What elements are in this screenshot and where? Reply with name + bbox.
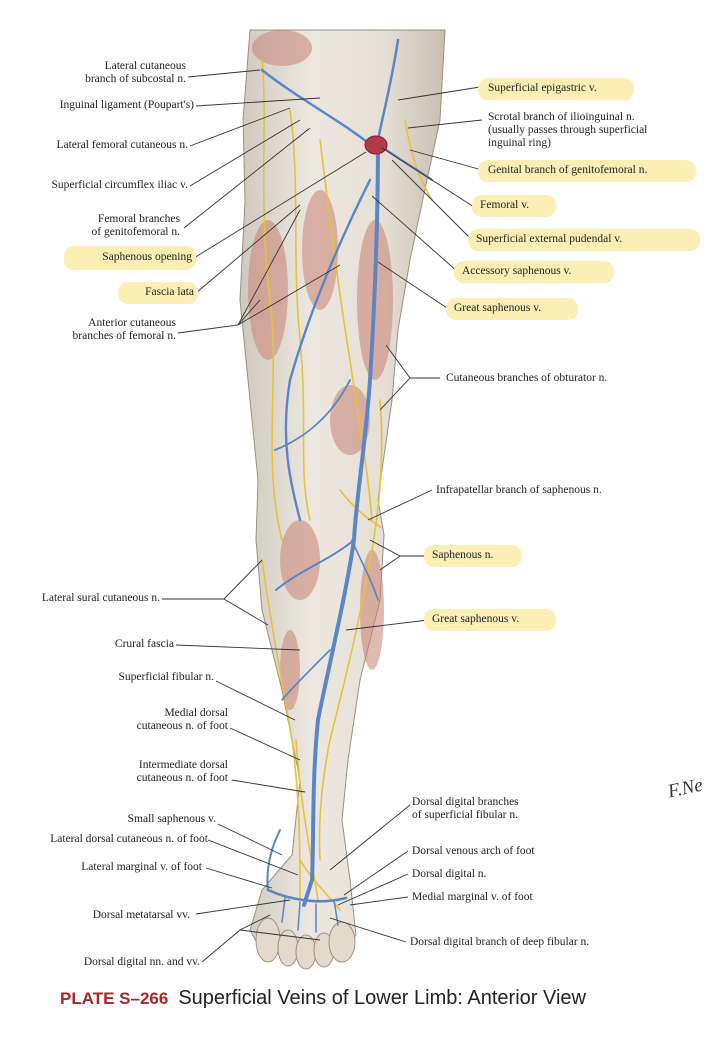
label-lateral-marginal-vein: Lateral marginal v. of foot — [81, 861, 202, 873]
label-dorsal-digital-nn-vv: Dorsal digital nn. and vv. — [83, 956, 200, 968]
leader-lines-left — [162, 69, 367, 963]
highlight-saphenous-opening — [64, 246, 196, 270]
label-saphenous-opening: Saphenous opening — [102, 251, 192, 263]
label-dorsal-digital-n: Dorsal digital n. — [412, 868, 487, 880]
superficial-veins — [260, 38, 434, 933]
label-superficial-external-pudendal: Superficial external pudendal v. — [476, 233, 623, 245]
highlight-superficial-epigastric — [478, 78, 634, 100]
label-dorsal-venous-arch: Dorsal venous arch of foot — [412, 845, 535, 857]
superficial-circumflex-iliac-vein — [260, 68, 374, 148]
saphenous-opening — [364, 135, 388, 155]
toes — [255, 917, 356, 970]
label-dorsal-metatarsal: Dorsal metatarsal vv. — [92, 909, 190, 921]
plate-caption: PLATE S–266 Superficial Veins of Lower Li… — [60, 985, 680, 1012]
label-superficial-circumflex-iliac: Superficial circumflex iliac v. — [51, 179, 188, 191]
label-cutaneous-obturator: Cutaneous branches of obturator n. — [446, 372, 608, 384]
limb-silhouette — [239, 29, 446, 953]
label-great-saphenous-2: Great saphenous v. — [432, 613, 520, 625]
label-genital-branch-genitofemoral: Genital branch of genitofemoral n. — [488, 164, 648, 176]
label-fascia-lata: Fascia lata — [145, 286, 194, 298]
highlight-femoral-v — [472, 195, 556, 217]
label-inguinal-ligament: Inguinal ligament (Poupart's) — [59, 99, 194, 111]
highlight-accessory-saphenous — [454, 261, 614, 283]
accessory-saphenous-vein — [284, 178, 372, 522]
label-lateral-sural-cutaneous: Lateral sural cutaneous n. — [41, 592, 160, 604]
cutaneous-nerves — [261, 59, 433, 911]
label-crural-fascia: Crural fascia — [114, 638, 174, 650]
dorsal-venous-arch — [266, 888, 348, 903]
label-saphenous-n: Saphenous n. — [432, 549, 494, 561]
highlight-great-saphenous-2 — [424, 609, 556, 631]
superficial-epigastric-vein — [376, 38, 400, 142]
label-accessory-saphenous: Accessory saphenous v. — [462, 265, 572, 277]
label-superficial-fibular: Superficial fibular n. — [118, 671, 214, 683]
label-lateral-dorsal-cutaneous: Lateral dorsal cutaneous n. of foot — [50, 833, 208, 845]
label-small-saphenous: Small saphenous v. — [127, 813, 216, 825]
label-femoral-v: Femoral v. — [480, 199, 530, 211]
label-dorsal-digital-deep-fibular: Dorsal digital branch of deep fibular n. — [410, 936, 590, 948]
label-medial-marginal-vein: Medial marginal v. of foot — [412, 891, 533, 903]
label-infrapatellar-saphenous: Infrapatellar branch of saphenous n. — [436, 484, 602, 496]
label-great-saphenous-1: Great saphenous v. — [454, 302, 542, 314]
label-scrotal-branch-ilioinguinal: Scrotal branch of ilioinguinal n.(usuall… — [488, 111, 648, 149]
leader-lines-right — [329, 86, 483, 943]
plate-title: Superficial Veins of Lower Limb: Anterio… — [178, 987, 586, 1009]
label-lateral-femoral-cutaneous: Lateral femoral cutaneous n. — [56, 139, 188, 151]
highlight-ext-pudendal — [468, 229, 700, 251]
label-superficial-epigastric: Superficial epigastric v. — [488, 82, 597, 94]
highlight-great-saphenous-1 — [446, 298, 578, 320]
highlight-genital-branch — [478, 160, 696, 182]
highlight-fascia-lata — [118, 282, 198, 304]
plate-number: PLATE S–266 — [60, 989, 169, 1008]
highlight-saphenous-n — [424, 545, 522, 567]
